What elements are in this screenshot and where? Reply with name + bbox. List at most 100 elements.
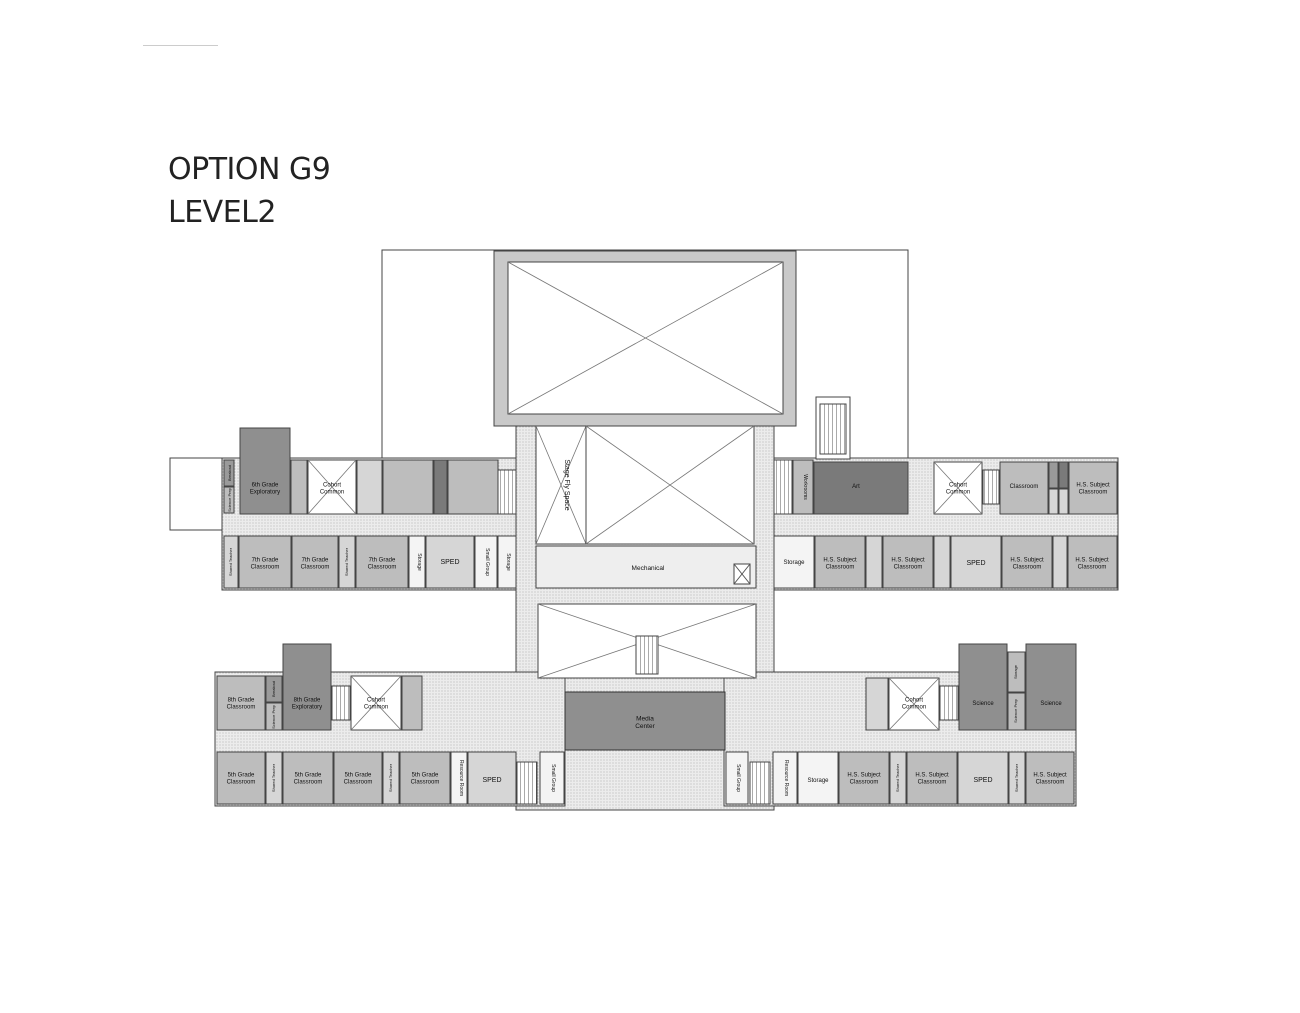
- storage-se-label: Storage: [1013, 664, 1018, 679]
- grade6-exploratory: [239, 427, 291, 515]
- stair-sw: [331, 685, 351, 721]
- sped-se-label: SPED: [973, 777, 992, 784]
- shared-teacher-sw-1: [265, 751, 283, 805]
- grade5-classroom-2: [282, 751, 334, 805]
- science-prep-se-label: Science Prep: [1013, 698, 1018, 723]
- grade7-classroom-2: [291, 535, 339, 589]
- science-prep-nw-label: Science Prep: [227, 487, 232, 512]
- shared-teacher-nw-1-label: Shared Teacher: [228, 547, 233, 576]
- grade5-classroom-1: [216, 751, 266, 805]
- stage-fly-space-label: Stage Fly Space: [563, 459, 570, 510]
- science-2-label: Science: [1040, 701, 1062, 707]
- shared-teacher-ne-4: [933, 535, 951, 589]
- resource-room-se: [772, 751, 798, 805]
- science-prep-sw: [265, 702, 283, 731]
- storage-ne-label: Storage: [783, 560, 805, 566]
- storage-ne: [773, 535, 815, 589]
- room-se-1: [865, 677, 889, 731]
- mechanical-room: [535, 545, 757, 589]
- shared-teacher-se-1: [889, 751, 907, 805]
- grade7-classroom-3: [355, 535, 409, 589]
- classroom-ne-label: Classroom: [1010, 484, 1039, 490]
- west-annex: [169, 457, 223, 531]
- shared-teacher-sw-1-label: Shared Teacher: [271, 763, 276, 792]
- sped-ne-label: SPED: [966, 560, 985, 567]
- grade5-classroom-3: [333, 751, 383, 805]
- sped-ne: [950, 535, 1002, 589]
- shared-teacher-nw-1: [223, 535, 239, 589]
- stair-sw-2: [516, 761, 538, 805]
- breakout-nw: [223, 459, 235, 487]
- resource-room-se-label: Resource Room: [783, 760, 789, 796]
- breakout-ne: [1048, 461, 1059, 489]
- stair-tower-steps: [819, 403, 847, 455]
- shared-teacher-ne-3: [865, 535, 883, 589]
- room-nw-2: [382, 459, 434, 515]
- storage-nw-2-label: Storage: [505, 553, 511, 571]
- small-group-nw-label: Small Group: [484, 548, 490, 576]
- stair-nw-2: [497, 469, 517, 515]
- mechanical-label: Mechanical: [632, 565, 665, 572]
- breakout-sw: [265, 675, 283, 703]
- grade8-exploratory: [282, 643, 332, 731]
- shared-teacher-ne-1: [1048, 488, 1059, 515]
- hs-classroom-ne-1: [1068, 461, 1118, 515]
- room-sw-1: [401, 675, 423, 731]
- room-nw-3: [433, 459, 448, 515]
- scan-mark-line: [143, 45, 218, 46]
- classroom-ne: [999, 461, 1049, 515]
- storage-se: [1007, 651, 1026, 693]
- hs-classroom-ne-3: [882, 535, 934, 589]
- science-2: [1025, 643, 1077, 731]
- option-title: OPTION G9: [168, 152, 331, 187]
- breakout-sw-label: Breakout: [271, 680, 276, 697]
- science-1: [958, 643, 1008, 731]
- sped-sw-label: SPED: [482, 777, 501, 784]
- art-label: Art: [852, 484, 860, 490]
- stair-se-2: [749, 761, 771, 805]
- hs-classroom-ne-2: [814, 535, 866, 589]
- small-group-sw: [539, 751, 565, 805]
- stair-se: [939, 685, 959, 721]
- storage-se-2: [797, 751, 839, 805]
- hs-classroom-ne-5: [1067, 535, 1118, 589]
- shared-teacher-ne-2: [1058, 488, 1069, 515]
- room-nw-1: [356, 459, 383, 515]
- grade8-classroom: [216, 675, 266, 731]
- resource-room-sw: [450, 751, 468, 805]
- stair-ne: [773, 459, 793, 515]
- storage-nw: [408, 535, 426, 589]
- stair-nw: [290, 459, 308, 515]
- science-prep-se: [1007, 692, 1026, 731]
- resource-room-sw-label: Resource Room: [458, 760, 464, 796]
- science-1-label: Science: [972, 701, 994, 707]
- sped-sw: [467, 751, 517, 805]
- grade7-classroom-1: [238, 535, 292, 589]
- sped-nw-label: SPED: [440, 559, 459, 566]
- hs-classroom-se-1: [838, 751, 890, 805]
- level-title: LEVEL2: [168, 195, 276, 230]
- shared-teacher-sw-2: [382, 751, 400, 805]
- storage-se-2-label: Storage: [807, 778, 829, 784]
- room-nw-4: [447, 459, 499, 515]
- shared-teacher-nw-2-label: Shared Teacher: [344, 547, 349, 576]
- workrooms-label: Workrooms: [802, 474, 808, 500]
